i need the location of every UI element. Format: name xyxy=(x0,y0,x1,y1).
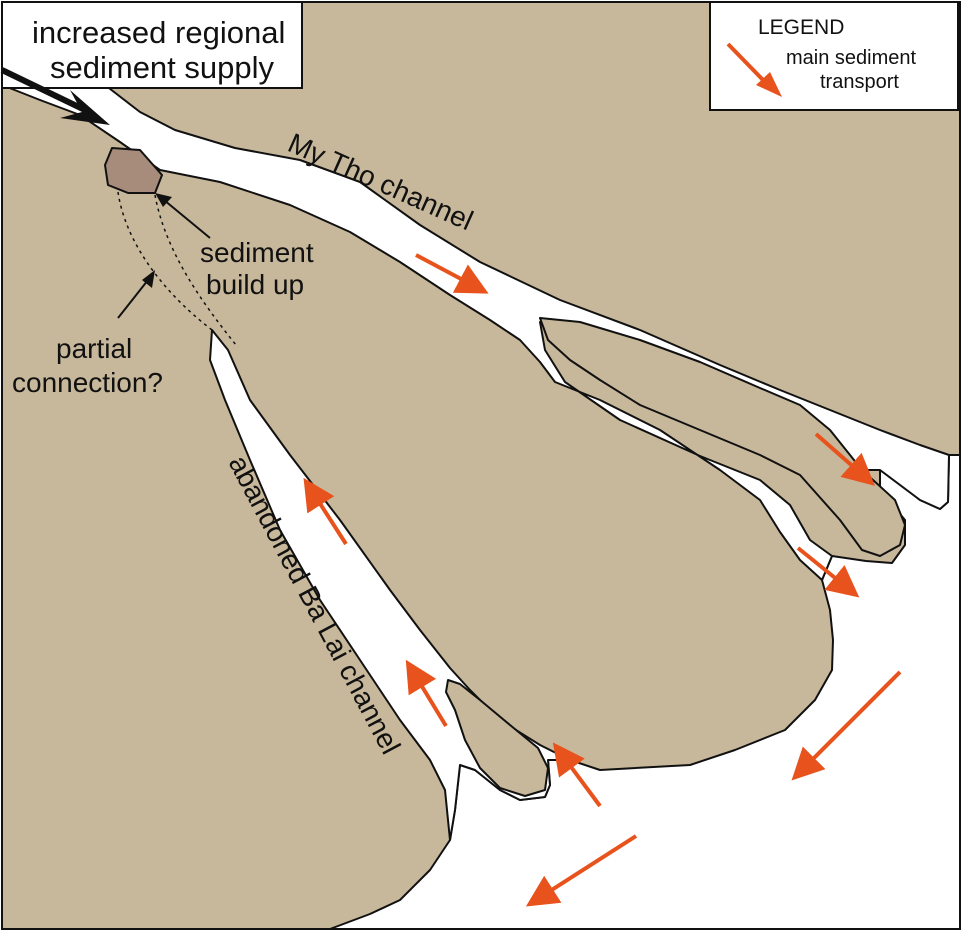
transport-arrow-mytho-1 xyxy=(415,253,489,294)
partial-connection-line-right xyxy=(154,194,237,346)
partial-connection-label-line1: partial xyxy=(56,333,132,364)
transport-arrows xyxy=(303,253,902,907)
sediment-build-up-label-line2: build up xyxy=(206,269,304,300)
partial-pointer-shaft xyxy=(117,279,149,319)
build-up-pointer-shaft xyxy=(163,199,211,239)
transport-arrow-sea-2 xyxy=(525,834,638,907)
transport-arrow-balai-2 xyxy=(405,659,448,728)
legend-item-line2: transport xyxy=(820,71,899,93)
sediment-build-up-label-line1: sediment xyxy=(200,237,314,268)
transport-arrow-balai-1 xyxy=(303,477,348,546)
legend-box xyxy=(709,1,959,111)
transport-arrow-balai-3 xyxy=(552,742,602,808)
transport-arrow-mytho-2 xyxy=(814,432,876,486)
partial-connection-line-left xyxy=(117,191,213,331)
partial-connection-label-line2: connection? xyxy=(12,367,163,398)
orange-arrow-icon xyxy=(726,42,782,97)
supply-label-line2: sediment supply xyxy=(50,50,275,85)
partial-pointer-head xyxy=(142,270,155,288)
supply-arrow-head xyxy=(60,90,110,125)
island-upper-right xyxy=(539,317,906,557)
sediment-build-up-body xyxy=(104,147,163,194)
supply-arrow-shaft xyxy=(0,67,87,113)
transport-arrow-mytho-3 xyxy=(796,546,860,598)
build-up-pointer-head xyxy=(155,193,172,207)
supply-label-line1: increased regional xyxy=(32,15,285,50)
supply-label-box xyxy=(1,1,303,89)
legend-title: LEGEND xyxy=(758,16,844,39)
island-lower-small xyxy=(445,679,549,797)
transport-arrow-sea-1 xyxy=(791,670,902,781)
legend-item-line1: main sediment xyxy=(786,47,917,69)
